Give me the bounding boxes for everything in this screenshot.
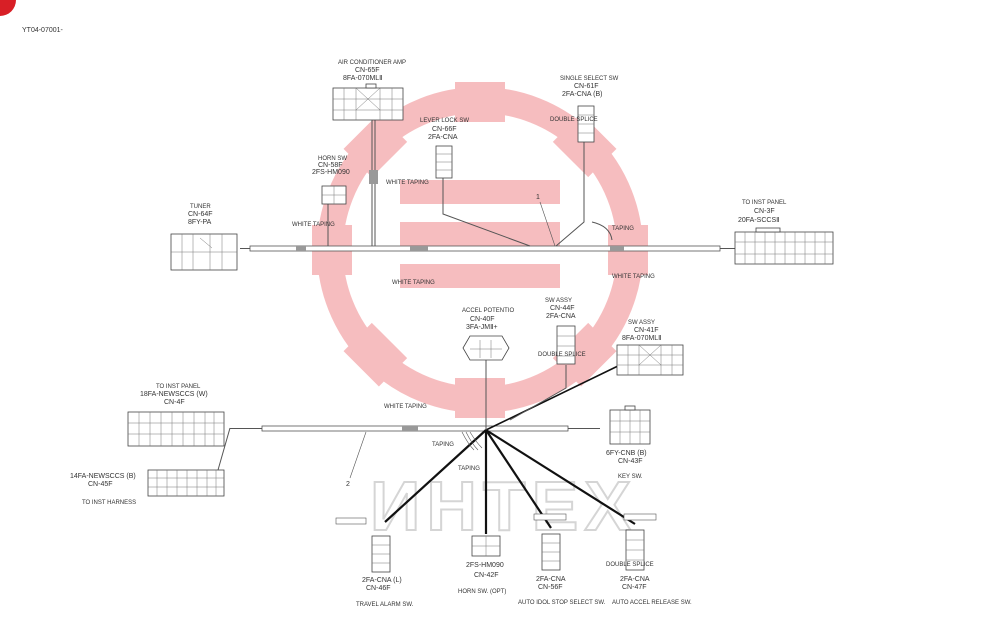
travel-part: 2FA-CNA (L) bbox=[362, 577, 402, 584]
single-part: 2FA-CNA (B) bbox=[562, 91, 602, 98]
release-part: 2FA-CNA bbox=[620, 576, 650, 583]
connector-cn40f: ACCEL POTENTIO CN-40F 3FA-JMⅡ+ bbox=[462, 308, 514, 361]
sw44-note: DOUBLE SPLICE bbox=[538, 352, 586, 358]
horn-part: 2FS-HM090 bbox=[312, 169, 350, 176]
horn2-code: CN-42F bbox=[474, 572, 499, 579]
travel-desc: TRAVEL ALARM SW. bbox=[356, 602, 414, 608]
tape-label-7: TAPING bbox=[432, 442, 454, 448]
horn2-desc: HORN SW. (OPT) bbox=[458, 589, 506, 595]
aircon-part: 8FA-070MLⅡ bbox=[343, 75, 383, 82]
tape-label-8: TAPING bbox=[458, 466, 480, 472]
inst3-code: CN-3F bbox=[754, 208, 775, 215]
connector-cn44f: SW ASSY CN-44F 2FA-CNA DOUBLE SPLICE bbox=[538, 298, 586, 365]
single-desc: SINGLE SELECT SW bbox=[560, 76, 619, 82]
sw44-code: CN-44F bbox=[550, 305, 575, 312]
horn-desc: HORN SW bbox=[318, 156, 347, 162]
tape-label-3: WHITE TAPING bbox=[392, 280, 435, 286]
connector-cn58f: HORN SW CN-58F 2FS-HM090 bbox=[312, 156, 350, 205]
sw41-code: CN-41F bbox=[634, 327, 659, 334]
connector-cn4f: TO INST PANEL 18FA-NEWSCCS (W) CN-4F bbox=[127, 384, 225, 447]
connector-cn64f: TUNER CN-64F 8FY-PA bbox=[170, 204, 238, 271]
release-code: CN-47F bbox=[622, 584, 647, 591]
horn-code: CN-58F bbox=[318, 162, 343, 169]
connector-cn56f: 2FA-CNA CN-56F AUTO IDOL STOP SELECT SW. bbox=[518, 513, 606, 606]
watermark-logo: ИНТЕХ bbox=[312, 82, 648, 546]
connector-cn61f: SINGLE SELECT SW CN-61F 2FA-CNA (B) DOUB… bbox=[550, 76, 619, 143]
watermark-text: ИНТЕХ bbox=[370, 467, 637, 545]
tape-label-6: WHITE TAPING bbox=[384, 404, 427, 410]
key-part: 6FY-CNB (B) bbox=[606, 450, 647, 457]
harness-label-1: 1 bbox=[536, 194, 540, 201]
travel-code: CN-46F bbox=[366, 585, 391, 592]
sw41-desc: SW ASSY bbox=[628, 320, 655, 326]
horn2-part: 2FS-HM090 bbox=[466, 562, 504, 569]
lower-harness bbox=[217, 360, 636, 534]
connector-cn3f: TO INST PANEL CN-3F 20FA-SCCSⅡ bbox=[734, 200, 834, 265]
corner-mark bbox=[0, 0, 16, 16]
tape-label-2: WHITE TAPING bbox=[386, 180, 429, 186]
release-desc: AUTO ACCEL RELEASE SW. bbox=[612, 600, 692, 606]
tuner-part: 8FY-PA bbox=[188, 219, 212, 226]
harness-label-2: 2 bbox=[346, 481, 350, 488]
connector-cn47f: DOUBLE SPLICE 2FA-CNA CN-47F AUTO ACCEL … bbox=[606, 513, 692, 606]
tuner-code: CN-64F bbox=[188, 211, 213, 218]
idle-part: 2FA-CNA bbox=[536, 576, 566, 583]
tape-label-4: TAPING bbox=[612, 226, 634, 232]
tape-label-5: WHITE TAPING bbox=[612, 274, 655, 280]
sw44-desc: SW ASSY bbox=[545, 298, 572, 304]
lever-desc: LEVER LOCK SW bbox=[420, 118, 469, 124]
aircon-code: CN-65F bbox=[355, 67, 380, 74]
connector-cn66f: LEVER LOCK SW CN-66F 2FA-CNA bbox=[420, 118, 469, 179]
accel-code: CN-40F bbox=[470, 316, 495, 323]
key-desc: KEY SW. bbox=[618, 474, 643, 480]
lever-code: CN-66F bbox=[432, 126, 457, 133]
upper-harness bbox=[240, 118, 735, 252]
accel-part: 3FA-JMⅡ+ bbox=[466, 324, 498, 331]
inst4-part: 18FA-NEWSCCS (W) bbox=[140, 391, 208, 398]
tape-label-1: WHITE TAPING bbox=[292, 222, 335, 228]
idle-desc: AUTO IDOL STOP SELECT SW. bbox=[518, 600, 606, 606]
sw44-part: 2FA-CNA bbox=[546, 313, 576, 320]
inst3-desc: TO INST PANEL bbox=[742, 200, 787, 206]
connector-cn43f: 6FY-CNB (B) CN-43F KEY SW. bbox=[606, 405, 651, 480]
c45-desc: TO INST HARNESS bbox=[82, 500, 136, 506]
connector-cn42f: 2FS-HM090 CN-42F HORN SW. (OPT) bbox=[458, 535, 506, 595]
inst4-desc: TO INST PANEL bbox=[156, 384, 201, 390]
lever-part: 2FA-CNA bbox=[428, 134, 458, 141]
c45-code: CN-45F bbox=[88, 481, 113, 488]
inst3-part: 20FA-SCCSⅡ bbox=[738, 217, 780, 224]
c45-part: 14FA-NEWSCCS (B) bbox=[70, 473, 136, 480]
connector-cn65f: AIR CONDITIONER AMP CN-65F 8FA-070MLⅡ bbox=[332, 60, 406, 121]
tuner-desc: TUNER bbox=[190, 204, 211, 210]
release-note: DOUBLE SPLICE bbox=[606, 562, 654, 568]
single-code: CN-61F bbox=[574, 83, 599, 90]
connector-cn41f: SW ASSY CN-41F 8FA-070MLⅡ bbox=[616, 320, 684, 376]
sw41-part: 8FA-070MLⅡ bbox=[622, 335, 662, 342]
key-code: CN-43F bbox=[618, 458, 643, 465]
connector-cn46f: 2FA-CNA (L) CN-46F TRAVEL ALARM SW. bbox=[335, 517, 414, 608]
accel-desc: ACCEL POTENTIO bbox=[462, 308, 514, 314]
inst4-code: CN-4F bbox=[164, 399, 185, 406]
aircon-desc: AIR CONDITIONER AMP bbox=[338, 60, 406, 66]
idle-code: CN-56F bbox=[538, 584, 563, 591]
doc-code: YT04-07001- bbox=[22, 27, 64, 34]
single-note: DOUBLE SPLICE bbox=[550, 117, 598, 123]
connector-cn45f: 14FA-NEWSCCS (B) CN-45F TO INST HARNESS bbox=[70, 469, 225, 506]
